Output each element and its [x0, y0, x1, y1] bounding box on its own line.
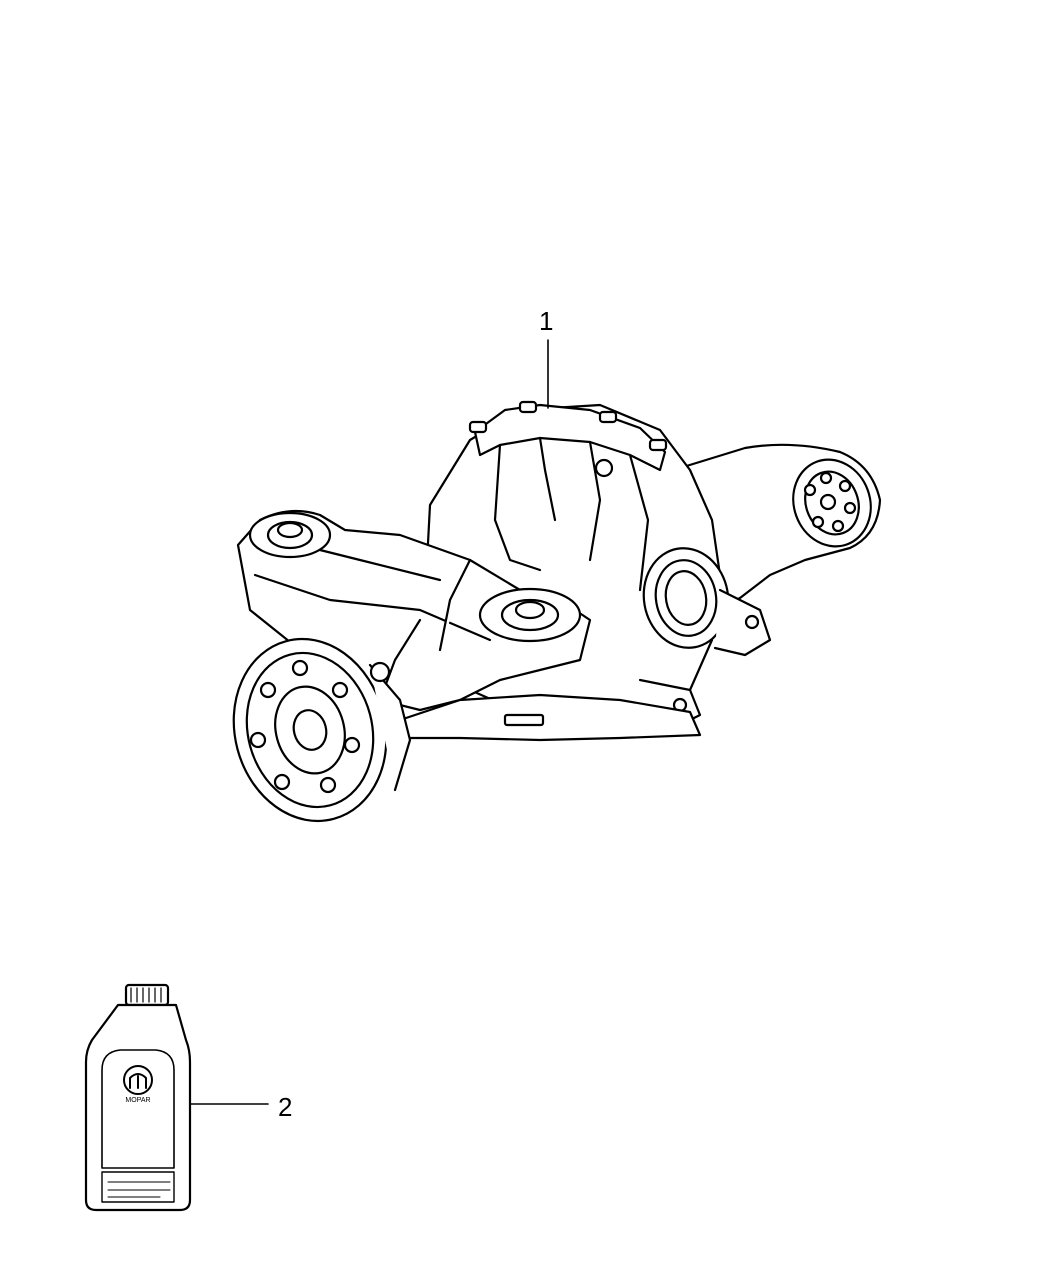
callout-1-number: 1 [539, 306, 554, 336]
bottle-brand-text: MOPAR [125, 1097, 150, 1104]
gear-oil-bottle-illustration: MOPAR [84, 983, 192, 1212]
rear-differential-illustration [232, 400, 882, 823]
callout-2-number: 2 [278, 1092, 293, 1122]
